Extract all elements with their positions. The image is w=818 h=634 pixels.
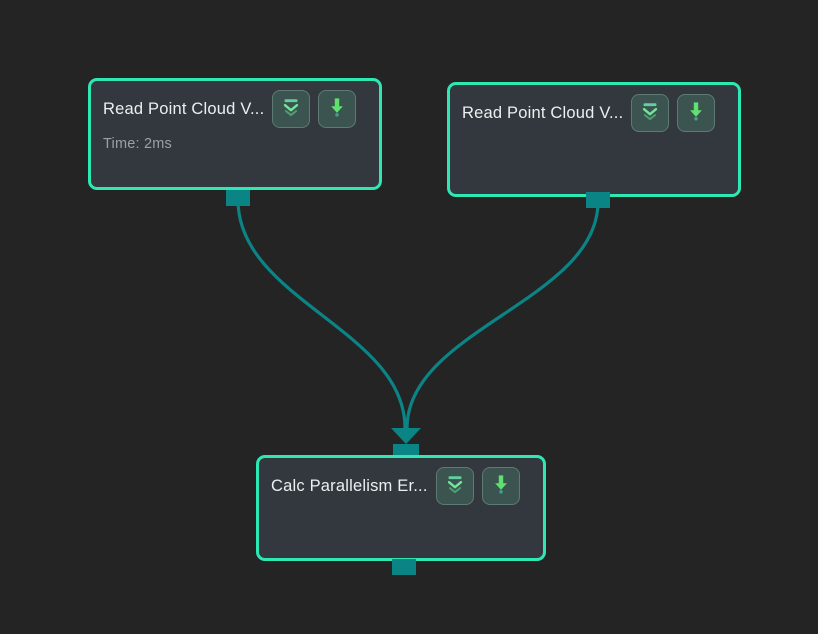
node-actions — [631, 94, 716, 132]
output-port-read-point-cloud-1[interactable] — [226, 190, 250, 206]
collapse-button[interactable] — [272, 90, 311, 128]
download-icon — [326, 96, 348, 123]
download-button[interactable] — [481, 467, 520, 505]
collapse-icon — [639, 100, 661, 127]
node-header: Read Point Cloud V... — [450, 85, 738, 132]
download-icon — [685, 100, 707, 127]
collapse-button[interactable] — [631, 94, 670, 132]
input-port-calc-parallelism-error[interactable] — [393, 444, 419, 458]
edge-read-point-cloud-2-to-calc — [405, 200, 600, 430]
collapse-button[interactable] — [435, 467, 474, 505]
node-actions — [272, 90, 357, 128]
node-title: Read Point Cloud V... — [103, 100, 265, 118]
collapse-icon — [444, 473, 466, 500]
output-port-read-point-cloud-2[interactable] — [586, 192, 610, 208]
node-read-point-cloud-1[interactable]: Read Point Cloud V... — [88, 78, 382, 190]
output-port-calc-parallelism-error[interactable] — [392, 559, 416, 575]
node-header: Read Point Cloud V... — [91, 81, 379, 128]
download-button[interactable] — [677, 94, 716, 132]
collapse-icon — [280, 96, 302, 123]
edge-read-point-cloud-1-to-calc — [236, 198, 407, 430]
node-title: Read Point Cloud V... — [462, 104, 624, 122]
input-arrow-icon — [391, 428, 421, 444]
download-button[interactable] — [318, 90, 357, 128]
node-header: Calc Parallelism Er... — [259, 458, 543, 505]
node-body: Time: 2ms — [91, 125, 379, 153]
node-title: Calc Parallelism Er... — [271, 477, 428, 495]
node-calc-parallelism-error[interactable]: Calc Parallelism Er... — [256, 455, 546, 561]
node-meta-time: Time: 2ms — [103, 136, 172, 152]
download-icon — [490, 473, 512, 500]
node-read-point-cloud-2[interactable]: Read Point Cloud V... — [447, 82, 741, 197]
node-actions — [435, 467, 520, 505]
